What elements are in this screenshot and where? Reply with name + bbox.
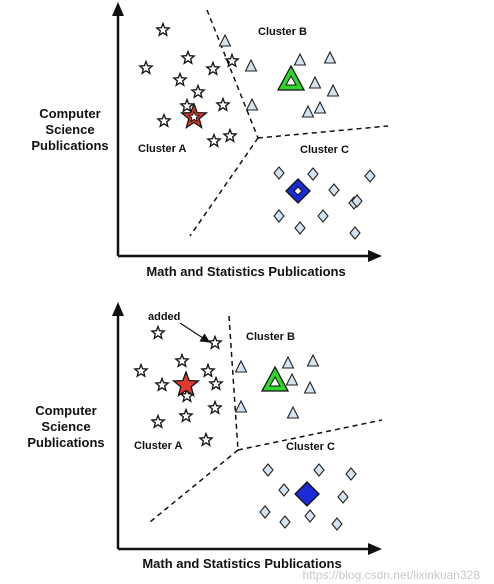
star-point — [222, 127, 238, 143]
diamond-point — [317, 209, 329, 223]
diamond-point — [351, 194, 363, 208]
triangle-point — [326, 83, 340, 97]
panel-top: Computer Science Publications Math and S… — [31, 2, 389, 279]
diamond-point — [259, 505, 271, 519]
star-point — [180, 49, 196, 65]
y-label-line-2: Science — [41, 419, 90, 434]
diamond-point — [262, 463, 274, 477]
triangle-point — [323, 50, 337, 64]
cluster-a-centroid-inner — [187, 110, 201, 123]
diamond-point — [313, 463, 325, 477]
diamond-point — [278, 483, 290, 497]
y-axis-label-top: Computer Science Publications — [31, 106, 108, 153]
boundaries-top — [189, 9, 389, 237]
star-point — [150, 324, 166, 340]
cluster-c-points-bottom — [259, 463, 357, 531]
triangle-point — [218, 33, 232, 47]
y-label-line-3: Publications — [31, 138, 108, 153]
star-point — [179, 97, 195, 113]
cluster-b-points-bottom — [234, 353, 320, 419]
cluster-b-centroid-inner — [285, 74, 297, 86]
diamond-point — [328, 183, 340, 197]
y-label-line-2: Science — [45, 122, 94, 137]
cluster-a-label-bottom: Cluster A — [134, 440, 183, 452]
diamond-point — [273, 166, 285, 180]
x-axis-label-bottom: Math and Statistics Publications — [142, 556, 341, 571]
star-point — [207, 399, 223, 415]
triangle-point — [281, 355, 295, 369]
added-annotation: added — [148, 311, 180, 323]
diamond-point — [337, 490, 349, 504]
watermark: https://blog.csdn.net/lixinkuan328 — [303, 568, 481, 582]
diamond-point — [279, 515, 291, 529]
star-point — [198, 431, 214, 447]
cluster-b-points-top — [218, 33, 340, 118]
cluster-a-points-bottom — [133, 324, 224, 447]
cluster-c-centroid — [294, 481, 320, 507]
star-point — [206, 132, 222, 148]
y-label-line-1: Computer — [39, 106, 100, 121]
triangle-point — [313, 100, 327, 114]
triangle-point — [286, 405, 300, 419]
x-axis-label-top: Math and Statistics Publications — [146, 264, 345, 279]
star-point — [154, 376, 170, 392]
star-point — [178, 407, 194, 423]
star-point — [208, 375, 224, 391]
y-axis-label-bottom: Computer Science Publications — [27, 403, 104, 450]
diamond-point — [304, 509, 316, 523]
diamond-point — [364, 169, 376, 183]
star-point — [174, 352, 190, 368]
axes-bottom — [112, 302, 382, 555]
centroids-bottom — [171, 365, 320, 507]
cluster-c-centroid-inner — [293, 186, 303, 196]
star-point — [155, 21, 171, 37]
diamond-point — [349, 226, 361, 240]
triangle-point — [234, 399, 248, 413]
triangle-point — [245, 97, 259, 111]
cluster-a-points-top — [138, 21, 240, 148]
triangle-point — [234, 359, 248, 373]
star-point — [133, 362, 149, 378]
star-point — [150, 413, 166, 429]
star-point — [215, 96, 231, 112]
star-point — [190, 83, 206, 99]
star-point — [205, 60, 221, 76]
y-label-line-3: Publications — [27, 435, 104, 450]
cluster-a-label-top: Cluster A — [138, 143, 187, 155]
star-point — [172, 71, 188, 87]
triangle-point — [244, 58, 258, 72]
star-point — [138, 59, 154, 75]
cluster-b-label-bottom: Cluster B — [246, 331, 295, 343]
y-label-line-1: Computer — [35, 403, 96, 418]
cluster-c-label-top: Cluster C — [300, 144, 349, 156]
triangle-point — [301, 104, 315, 118]
boundaries-bottom — [149, 315, 383, 523]
star-point — [207, 334, 223, 350]
diamond-point — [307, 167, 319, 181]
added-arrow — [179, 322, 211, 343]
diamond-point — [294, 221, 306, 235]
triangle-point — [293, 52, 307, 66]
diamond-point — [345, 467, 357, 481]
diamond-point — [273, 209, 285, 223]
star-point — [224, 52, 240, 68]
cluster-a-centroid — [171, 370, 201, 397]
cluster-b-centroid-inner — [269, 375, 281, 387]
star-point — [200, 362, 216, 378]
triangle-point — [308, 75, 322, 89]
cluster-c-points-top — [273, 166, 376, 240]
triangle-point — [303, 380, 317, 394]
axes-top — [112, 2, 382, 262]
star-point — [156, 112, 172, 128]
triangle-point — [285, 372, 299, 386]
panel-bottom: Computer Science Publications Math and S… — [27, 302, 383, 571]
triangle-point — [306, 353, 320, 367]
cluster-b-label-top: Cluster B — [258, 26, 307, 38]
diamond-point — [331, 517, 343, 531]
cluster-c-label-bottom: Cluster C — [286, 441, 335, 453]
centroids-top — [179, 64, 311, 204]
